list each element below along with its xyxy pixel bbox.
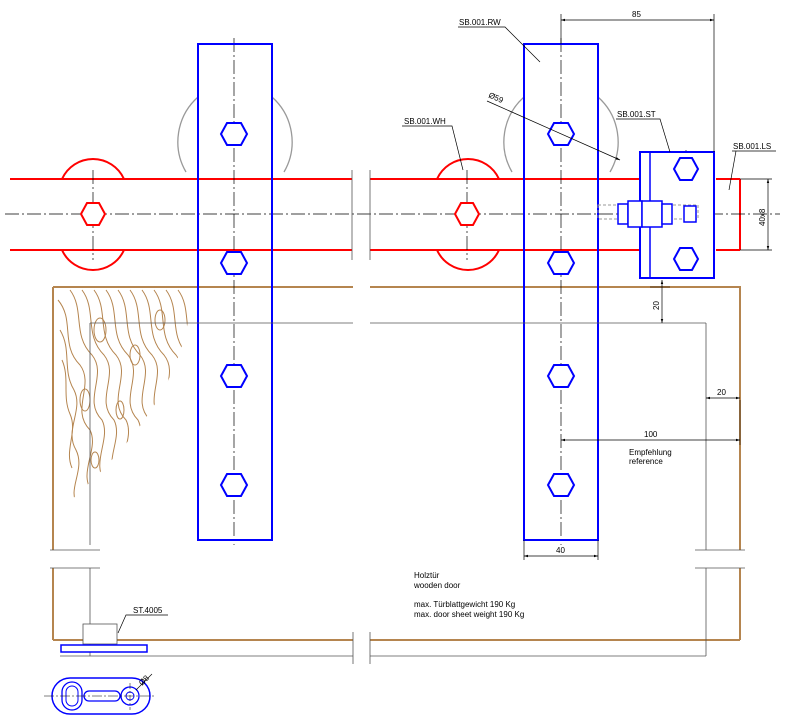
door-notes: Holztür wooden door max. Türblattgewicht… (413, 571, 524, 619)
roller-wheel-arcs (177, 96, 619, 173)
max-weight-de-text: max. Türblattgewicht 190 Kg (414, 600, 515, 609)
leader-ls: SB.001.LS (728, 142, 776, 191)
dim-20-right-text: 20 (717, 388, 726, 397)
dimension-20-top: 20 (650, 280, 670, 323)
leader-wh: SB.001.WH (402, 117, 464, 171)
dim-40x8-text: 40x8 (758, 208, 767, 226)
dim-100-text: 100 (644, 430, 658, 439)
label-sb001rw: SB.001.RW (459, 18, 501, 27)
leader-st: SB.001.ST (616, 110, 671, 153)
leader-rw: SB.001.RW (458, 18, 541, 63)
nut-hex-icon (453, 202, 481, 226)
dimension-40x8: 40x8 (740, 178, 772, 251)
label-st4005: ST.4005 (133, 606, 163, 615)
floor-guide-plan-view: Ø8 (44, 673, 156, 715)
hanger-left (197, 43, 273, 541)
holztuer-text: Holztür (414, 571, 440, 580)
label-sb001ls: SB.001.LS (733, 142, 771, 151)
dimension-100: 100 Empfehlung reference (561, 400, 741, 466)
dim-40-text: 40 (556, 546, 565, 555)
dim-85-text: 85 (632, 10, 641, 19)
max-weight-en-text: max. door sheet weight 190 Kg (414, 610, 524, 619)
reference-label: reference (629, 457, 663, 466)
label-sb001wh: SB.001.WH (404, 117, 446, 126)
floor-guide-st4005: ST.4005 (60, 606, 168, 653)
rail (10, 178, 741, 251)
wood-grain-texture (57, 289, 193, 506)
empfehlung-label: Empfehlung (629, 448, 672, 457)
center-lines (5, 38, 780, 545)
construction-lines (50, 170, 745, 664)
dia-59-text: Ø59 (487, 91, 505, 106)
wooden-door-text: wooden door (413, 581, 461, 590)
dimension-40: 40 (523, 540, 599, 560)
stopper-block (597, 151, 715, 279)
dimension-20-right: 20 (706, 388, 740, 400)
door-outline-top-right (370, 286, 741, 550)
dim-20-top-text: 20 (652, 301, 661, 310)
wheel-nuts (79, 202, 481, 226)
rail-wheels-red (61, 158, 500, 271)
dimension-85: 85 (560, 10, 715, 152)
label-sb001st: SB.001.ST (617, 110, 656, 119)
nut-hex-icon (79, 202, 107, 226)
